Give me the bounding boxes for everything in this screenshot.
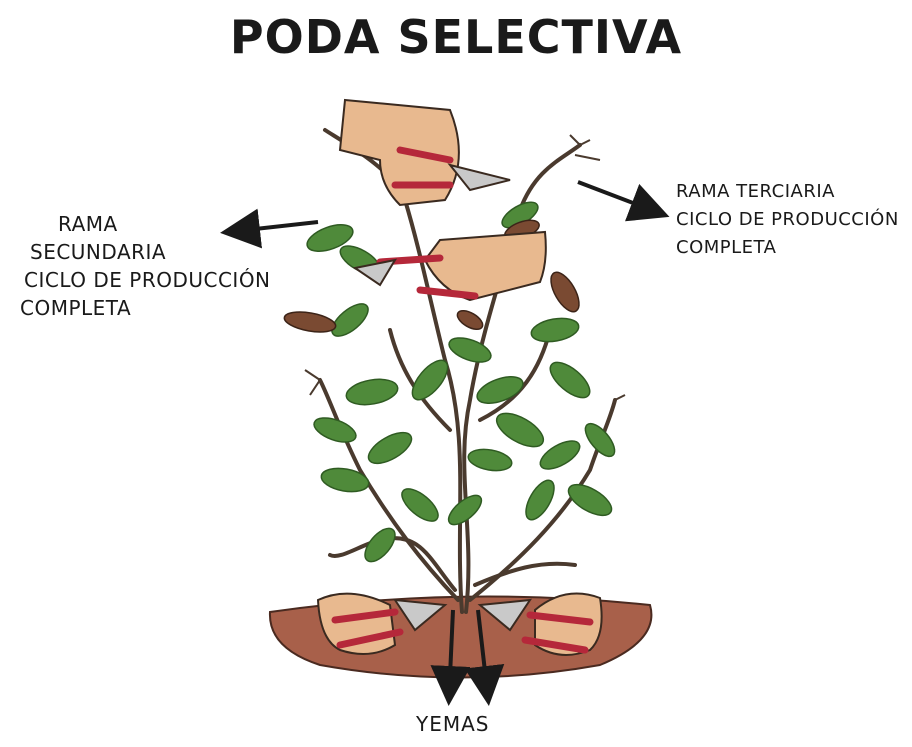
arrow-left — [220, 208, 319, 249]
hand-middle — [352, 230, 547, 302]
label-rama-secundaria: RAMA SECUNDARIA CICLO DE PRODUCCIÓN COMP… — [10, 210, 300, 322]
dry-leaves — [283, 219, 580, 333]
arrow-right — [577, 180, 670, 222]
label-yemas: YEMAS — [416, 712, 490, 736]
label-line: RAMA — [58, 212, 118, 236]
label-line: COMPLETA — [20, 296, 132, 320]
hand-bottom-right — [477, 592, 603, 656]
page-title: PODA SELECTIVA — [229, 10, 683, 64]
label-line: CICLO DE PRODUCCIÓN — [24, 268, 271, 292]
label-line: SECUNDARIA — [30, 240, 167, 264]
label-line: CICLO DE PRODUCCIÓN — [676, 209, 899, 230]
hand-top — [338, 98, 511, 207]
arrow-yemas-right — [464, 609, 505, 706]
label-line: RAMA TERCIARIA — [676, 181, 835, 202]
label-line: COMPLETA — [676, 237, 777, 258]
hand-bottom-left — [316, 592, 448, 655]
label-rama-terciaria: RAMA TERCIARIA CICLO DE PRODUCCIÓN COMPL… — [676, 178, 908, 262]
arrow-yemas-left — [430, 609, 471, 706]
